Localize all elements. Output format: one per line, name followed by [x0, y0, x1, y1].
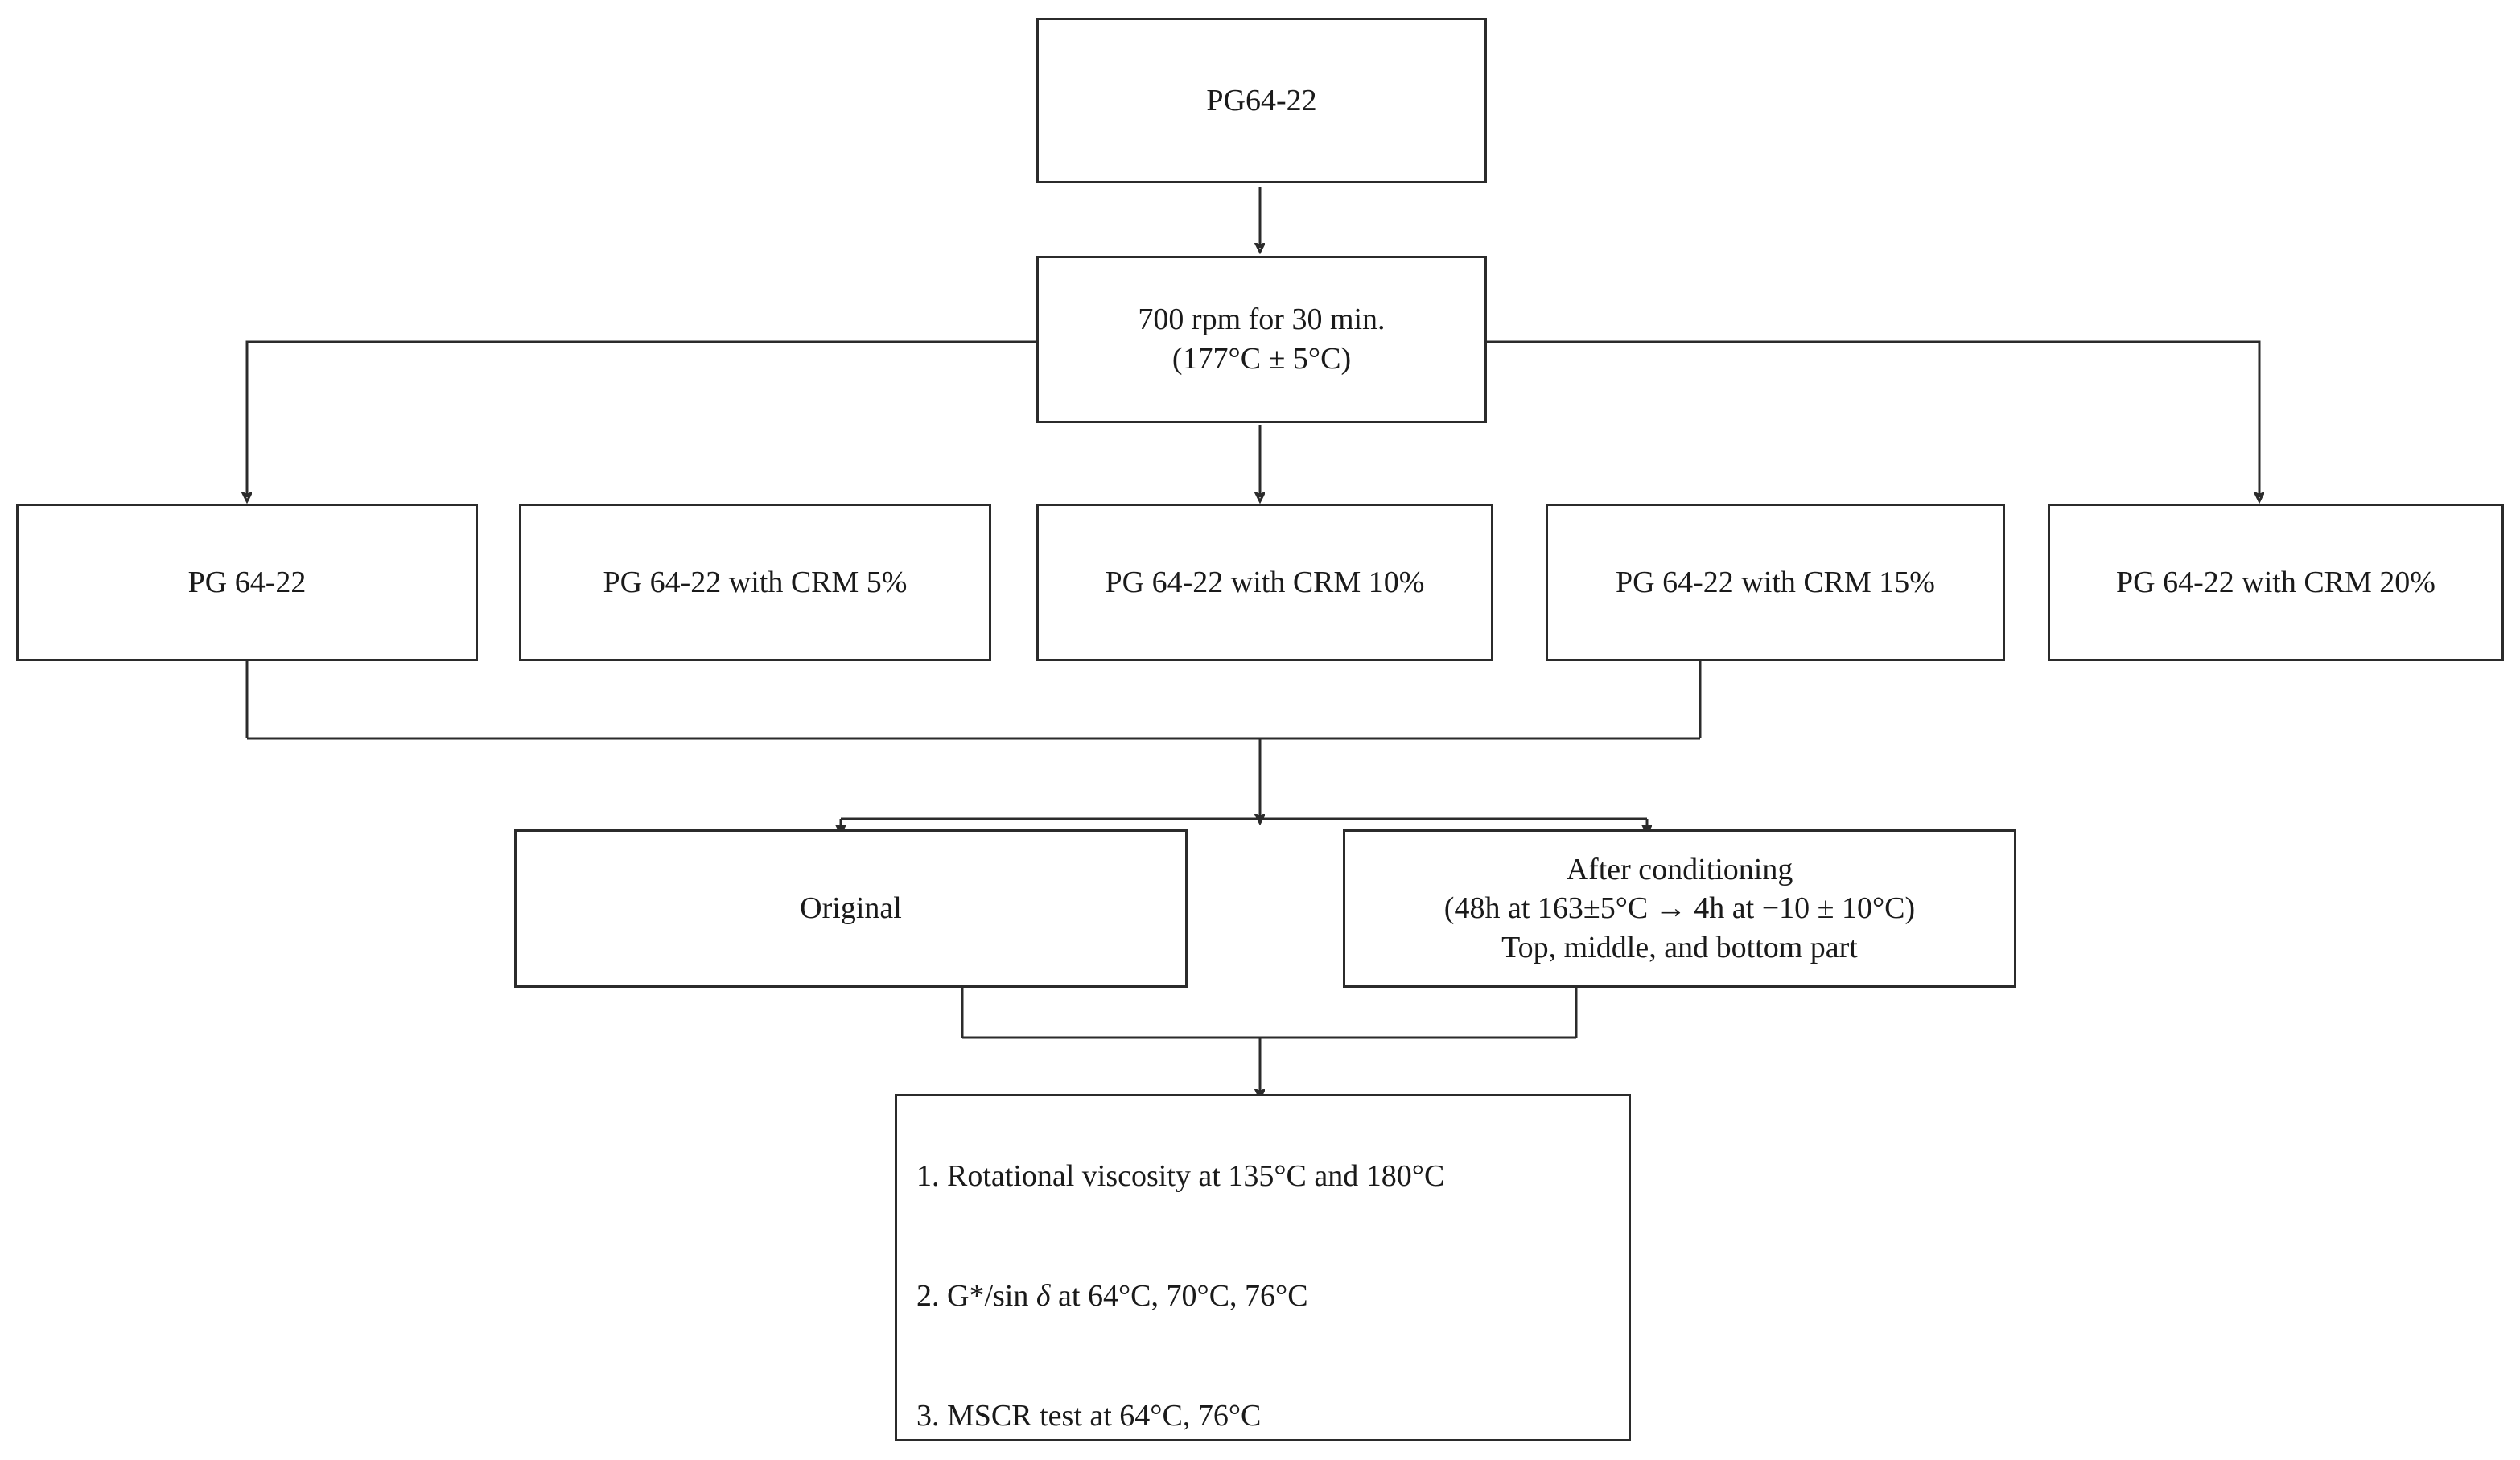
node-blending-conditions-label: 700 rpm for 30 min. (177°C ± 5°C): [1138, 302, 1386, 376]
node-test-list[interactable]: 1. Rotational viscosity at 135°C and 180…: [895, 1094, 1631, 1441]
node-blend-crm-5[interactable]: PG 64-22 with CRM 5%: [519, 504, 991, 661]
node-base-binder-label: PG64-22: [1206, 83, 1317, 117]
node-blending-conditions[interactable]: 700 rpm for 30 min. (177°C ± 5°C): [1036, 256, 1487, 423]
node-blend-crm-15[interactable]: PG 64-22 with CRM 15%: [1546, 504, 2005, 661]
node-blend-pg6422-label: PG 64-22: [187, 565, 307, 599]
node-blend-pg6422[interactable]: PG 64-22: [16, 504, 478, 661]
node-blend-crm-20-label: PG 64-22 with CRM 20%: [2116, 565, 2436, 599]
node-state-after-conditioning[interactable]: After conditioning (48h at 163±5°C → 4h …: [1343, 829, 2016, 988]
node-blend-crm-10[interactable]: PG 64-22 with CRM 10%: [1036, 504, 1493, 661]
test-list-item-1: 1. Rotational viscosity at 135°C and 180…: [916, 1158, 1445, 1193]
test-list-body: 1. Rotational viscosity at 135°C and 180…: [916, 1117, 1629, 1460]
node-blend-crm-20[interactable]: PG 64-22 with CRM 20%: [2048, 504, 2504, 661]
node-state-original-label: Original: [800, 891, 902, 926]
node-base-binder[interactable]: PG64-22: [1036, 18, 1487, 183]
node-blend-crm-15-label: PG 64-22 with CRM 15%: [1616, 565, 1935, 599]
edge-blending-to-pg6422: [247, 340, 1036, 497]
edge-blending-to-crm20: [1487, 340, 2259, 497]
node-state-original[interactable]: Original: [514, 829, 1188, 988]
node-blend-crm-10-label: PG 64-22 with CRM 10%: [1105, 565, 1425, 599]
node-state-after-conditioning-label: After conditioning (48h at 163±5°C → 4h …: [1443, 852, 1916, 964]
test-list-item-3: 3. MSCR test at 64°C, 76°C: [916, 1399, 1262, 1433]
node-blend-crm-5-label: PG 64-22 with CRM 5%: [603, 565, 908, 599]
test-list-item-2: 2. G*/sin δ at 64°C, 70°C, 76°C: [916, 1278, 1308, 1313]
